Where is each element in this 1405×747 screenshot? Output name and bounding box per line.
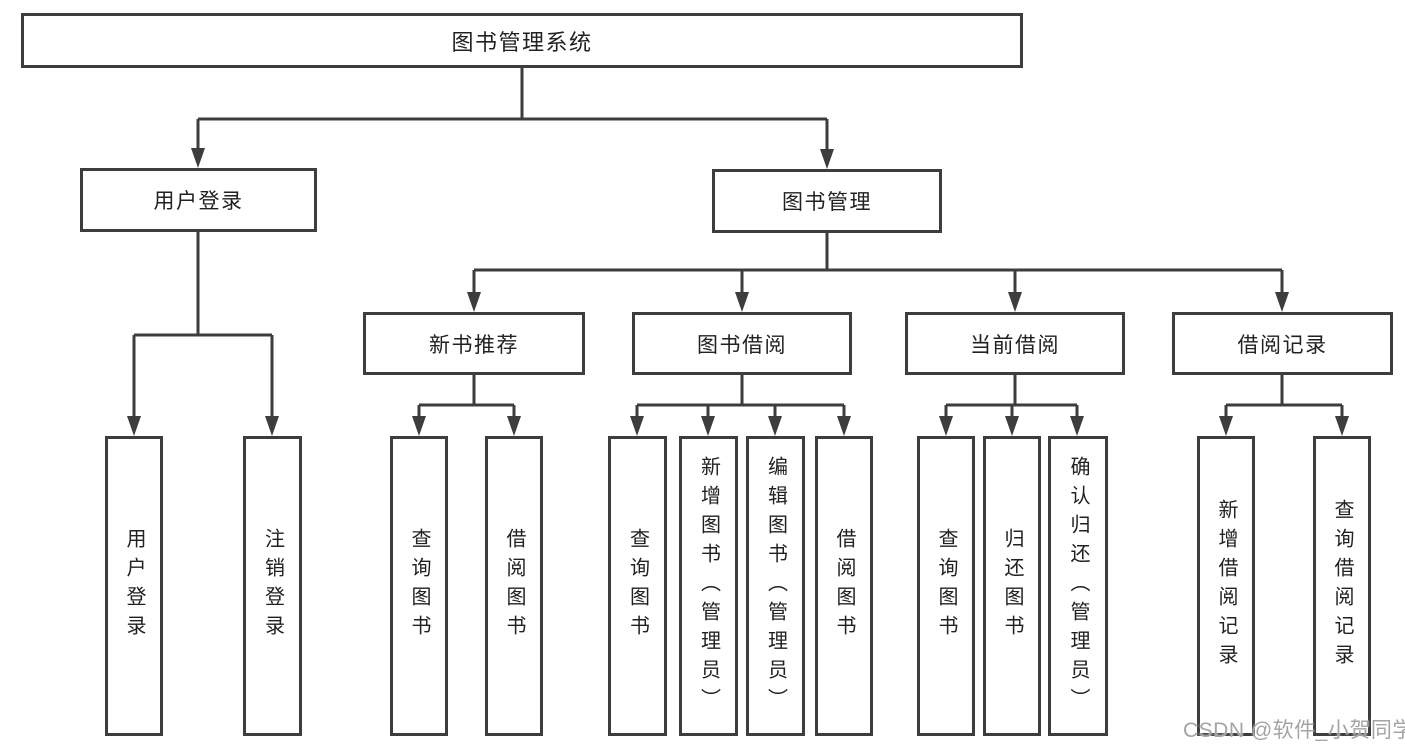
node-label: 图书借阅 xyxy=(697,333,787,357)
node-library-management-system: 图书管理系统 xyxy=(21,13,1023,68)
node-user-login: 用户登录 xyxy=(80,168,317,232)
node-label: 借阅图书 xyxy=(503,528,525,644)
connector-user-login-branch xyxy=(132,232,274,418)
node-label: 查询图书 xyxy=(408,528,430,644)
connector-new-book-branch xyxy=(417,375,516,418)
node-borrow-books: 借阅图书 xyxy=(485,436,543,736)
arrow-down-icon xyxy=(1219,416,1233,436)
node-user-login-action: 用户登录 xyxy=(105,436,163,736)
arrow-down-icon xyxy=(1275,292,1289,312)
node-label: 用户登录 xyxy=(153,190,244,213)
node-label: 注销登录 xyxy=(261,528,284,644)
node-borrow-books: 借阅图书 xyxy=(815,436,873,736)
node-label: 确认归还（管理员） xyxy=(1067,455,1089,717)
connector-current-borrow-branch xyxy=(944,375,1079,418)
node-label: 借阅图书 xyxy=(833,528,855,644)
arrow-down-icon xyxy=(1070,416,1084,436)
arrow-down-icon xyxy=(939,416,953,436)
node-book-borrowing: 图书借阅 xyxy=(632,312,852,375)
arrow-down-icon xyxy=(1005,416,1019,436)
arrow-down-icon xyxy=(820,149,834,169)
node-label: 查询借阅记录 xyxy=(1331,499,1353,673)
node-query-books: 查询图书 xyxy=(608,436,667,736)
node-logout-action: 注销登录 xyxy=(243,436,302,736)
arrow-down-icon xyxy=(837,416,851,436)
node-label: 借阅记录 xyxy=(1237,333,1328,357)
node-label: 归还图书 xyxy=(1001,528,1023,644)
connector-root-to-level2 xyxy=(196,68,829,151)
node-edit-books-admin: 编辑图书（管理员） xyxy=(746,436,805,736)
connector-book-borrow-branch xyxy=(635,375,846,418)
node-label: 新增借阅记录 xyxy=(1215,499,1237,673)
arrow-down-icon xyxy=(412,416,426,436)
node-current-borrowing: 当前借阅 xyxy=(905,312,1125,375)
arrow-down-icon xyxy=(1008,292,1022,312)
arrow-down-icon xyxy=(701,416,715,436)
node-label: 新书推荐 xyxy=(429,333,519,357)
arrow-down-icon xyxy=(1335,416,1349,436)
node-book-management: 图书管理 xyxy=(712,169,942,233)
arrowhead-icons xyxy=(127,148,1349,436)
node-confirm-return-admin: 确认归还（管理员） xyxy=(1048,436,1108,736)
node-borrowing-records: 借阅记录 xyxy=(1172,312,1393,375)
node-return-books: 归还图书 xyxy=(983,436,1041,736)
arrow-down-icon xyxy=(127,416,141,436)
connector-book-management-branch xyxy=(472,233,1284,294)
node-query-books: 查询图书 xyxy=(917,436,975,736)
node-label: 用户登录 xyxy=(123,528,145,644)
node-label: 图书管理 xyxy=(782,191,872,214)
arrow-down-icon xyxy=(467,292,481,312)
csdn-watermark: CSDN @软件_小贺同学 xyxy=(1183,719,1405,742)
node-new-book-recommendation: 新书推荐 xyxy=(363,312,585,375)
node-label: 查询图书 xyxy=(626,528,649,644)
node-label: 新增图书（管理员） xyxy=(697,455,720,717)
connector-borrow-record-branch xyxy=(1224,375,1344,418)
node-label: 编辑图书（管理员） xyxy=(764,455,787,717)
arrow-down-icon xyxy=(630,416,644,436)
node-query-borrow-record: 查询借阅记录 xyxy=(1313,436,1371,736)
arrow-down-icon xyxy=(265,416,279,436)
node-label: 当前借阅 xyxy=(970,333,1060,357)
node-add-borrow-record: 新增借阅记录 xyxy=(1197,436,1255,736)
node-label: 图书管理系统 xyxy=(451,29,593,55)
node-label: 查询图书 xyxy=(935,528,957,644)
arrow-down-icon xyxy=(768,416,782,436)
arrow-down-icon xyxy=(735,292,749,312)
arrow-down-icon xyxy=(507,416,521,436)
arrow-down-icon xyxy=(191,148,205,168)
node-query-books: 查询图书 xyxy=(390,436,448,736)
node-add-books-admin: 新增图书（管理员） xyxy=(679,436,738,736)
